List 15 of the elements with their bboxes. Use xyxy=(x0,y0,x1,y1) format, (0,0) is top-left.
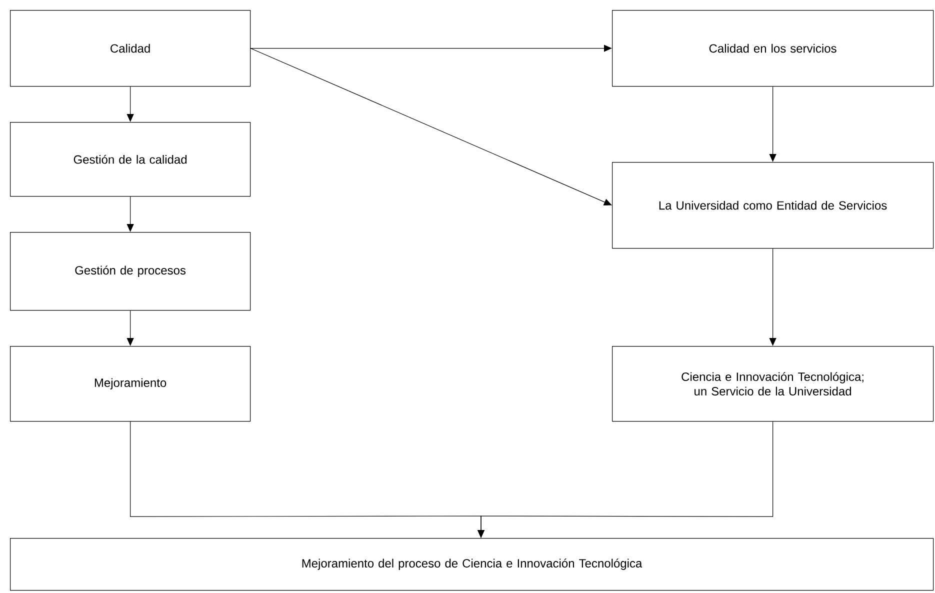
process-box: La Universidad como Entidad de Servicios xyxy=(612,162,934,249)
process-box: Calidad xyxy=(10,10,251,87)
arrow xyxy=(126,310,134,346)
arrow xyxy=(769,248,776,346)
arrow xyxy=(769,86,776,162)
process-box: Ciencia e Innovación Tecnológica; un Servicio de la Universidad xyxy=(612,346,934,422)
process-box: Gestión de la calidad xyxy=(10,122,251,197)
process-box: Gestión de procesos xyxy=(10,232,251,311)
process-box: Calidad en los servicios xyxy=(612,10,934,87)
process-box: Mejoramiento xyxy=(10,346,251,422)
process-box: Mejoramiento del proceso de Ciencia e Innovación Tecnológica xyxy=(10,538,934,591)
arrow xyxy=(126,86,134,122)
arrow xyxy=(126,196,134,232)
arrow xyxy=(250,48,612,206)
arrow xyxy=(250,44,612,52)
